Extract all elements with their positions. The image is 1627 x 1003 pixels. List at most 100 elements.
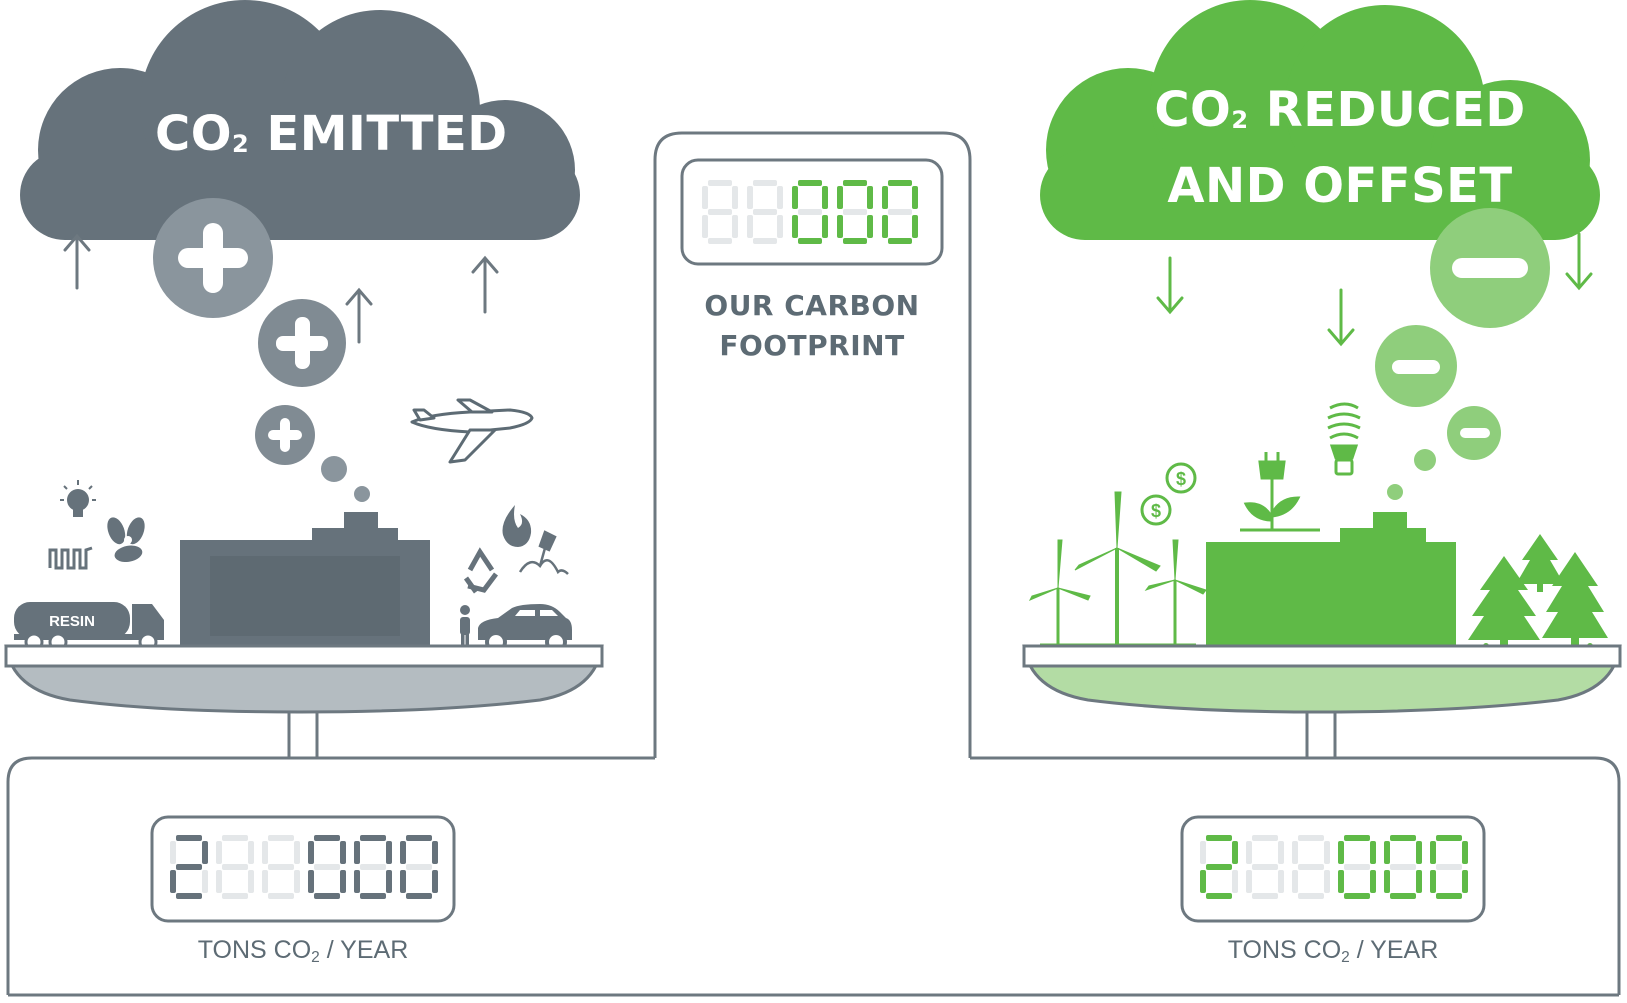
unlit-segment [732, 215, 738, 238]
truck-icon [14, 602, 164, 652]
storage-tank [180, 512, 430, 650]
lit-segment [1462, 870, 1468, 893]
counter-digit [262, 835, 300, 899]
unlit-segment [170, 841, 176, 864]
unlit-segment [1324, 870, 1330, 893]
carbon-footprint-label: OUR CARBON FOOTPRINT [682, 286, 942, 366]
lit-segment [822, 215, 828, 238]
lit-segment [1344, 893, 1370, 899]
lit-segment [912, 215, 918, 238]
unlit-segment [1298, 893, 1324, 899]
unlit-segment [262, 841, 268, 864]
lit-segment [1206, 864, 1232, 870]
lit-segment [792, 215, 798, 238]
plus-icon [255, 405, 315, 465]
lit-segment [340, 870, 346, 893]
left-counter-display [170, 835, 438, 899]
lit-segment [1384, 841, 1390, 864]
plug-plant-icon [1240, 452, 1320, 532]
pine-tree-icon [1542, 552, 1608, 646]
unlit-segment [268, 893, 294, 899]
counter-digit [308, 835, 346, 899]
counter-digit [792, 180, 828, 244]
unlit-segment [1390, 864, 1416, 870]
unlit-segment [1252, 864, 1278, 870]
balance-frame [6, 131, 1621, 997]
lit-segment [1206, 893, 1232, 899]
counter-digit [1246, 835, 1284, 899]
counter-digit [882, 180, 918, 244]
unlit-segment [1344, 864, 1370, 870]
lit-segment [912, 186, 918, 209]
lit-segment [406, 835, 432, 841]
arrow-down-icon [1327, 288, 1355, 347]
unlit-segment [360, 864, 386, 870]
wind-turbine-icon [1028, 539, 1091, 645]
lit-segment [1462, 841, 1468, 864]
lit-segment [1430, 870, 1436, 893]
lit-segment [1338, 841, 1344, 864]
counter-digit [216, 835, 254, 899]
unlit-segment [314, 864, 340, 870]
shovel-icon [518, 530, 569, 575]
unlit-segment [1246, 870, 1252, 893]
unlit-segment [777, 215, 783, 238]
arrow-up-icon [471, 255, 499, 314]
plus-icon [153, 198, 273, 318]
counter-digit [702, 180, 738, 244]
emitted-cloud [20, 0, 580, 240]
lit-segment [1370, 870, 1376, 893]
lit-segment [798, 180, 822, 186]
lit-segment [400, 870, 406, 893]
lit-segment [1344, 835, 1370, 841]
lit-segment [822, 186, 828, 209]
lit-segment [1384, 870, 1390, 893]
unlit-segment [708, 238, 732, 244]
lit-segment [202, 841, 208, 864]
carbon-footprint-line2: FOOTPRINT [719, 329, 905, 362]
pine-tree-icon [1516, 534, 1564, 592]
counter-digit [1338, 835, 1376, 899]
lit-segment [1430, 841, 1436, 864]
unlit-segment [222, 893, 248, 899]
unlit-segment [216, 870, 222, 893]
unlit-segment [1324, 841, 1330, 864]
pine-tree-icon [1468, 556, 1540, 648]
arrow-down-icon [1156, 256, 1184, 315]
unlit-segment [1252, 893, 1278, 899]
counter-digit [747, 180, 783, 244]
lit-segment [1338, 870, 1344, 893]
arrow-up-icon [345, 287, 373, 344]
lit-segment [1206, 835, 1232, 841]
lit-segment [170, 870, 176, 893]
unlit-segment [702, 215, 708, 238]
person-icon [460, 605, 470, 645]
counter-digit [170, 835, 208, 899]
unlit-segment [1292, 841, 1298, 864]
reduced-title-line1: CO2 REDUCED [1154, 82, 1526, 138]
unlit-segment [216, 841, 222, 864]
lit-segment [176, 864, 202, 870]
lit-segment [1416, 841, 1422, 864]
lit-segment [843, 238, 867, 244]
unlit-segment [294, 841, 300, 864]
right-scale-pan [1022, 644, 1622, 714]
counter-digit [1292, 835, 1330, 899]
unlit-segment [702, 186, 708, 209]
unlit-segment [888, 209, 912, 215]
right-counter-display [1200, 835, 1468, 899]
unlit-segment [1298, 835, 1324, 841]
lit-segment [354, 841, 360, 864]
counter-digit [354, 835, 392, 899]
airplane-icon [410, 398, 534, 464]
minus-icon [1430, 208, 1550, 328]
truck-label: RESIN [49, 613, 95, 630]
lit-segment [1390, 835, 1416, 841]
emission-bubble [354, 486, 370, 502]
cfl-bulb-icon [1327, 402, 1361, 476]
unlit-segment [1436, 864, 1462, 870]
unlit-segment [1246, 841, 1252, 864]
flame-icon [502, 505, 532, 547]
lit-segment [1416, 870, 1422, 893]
